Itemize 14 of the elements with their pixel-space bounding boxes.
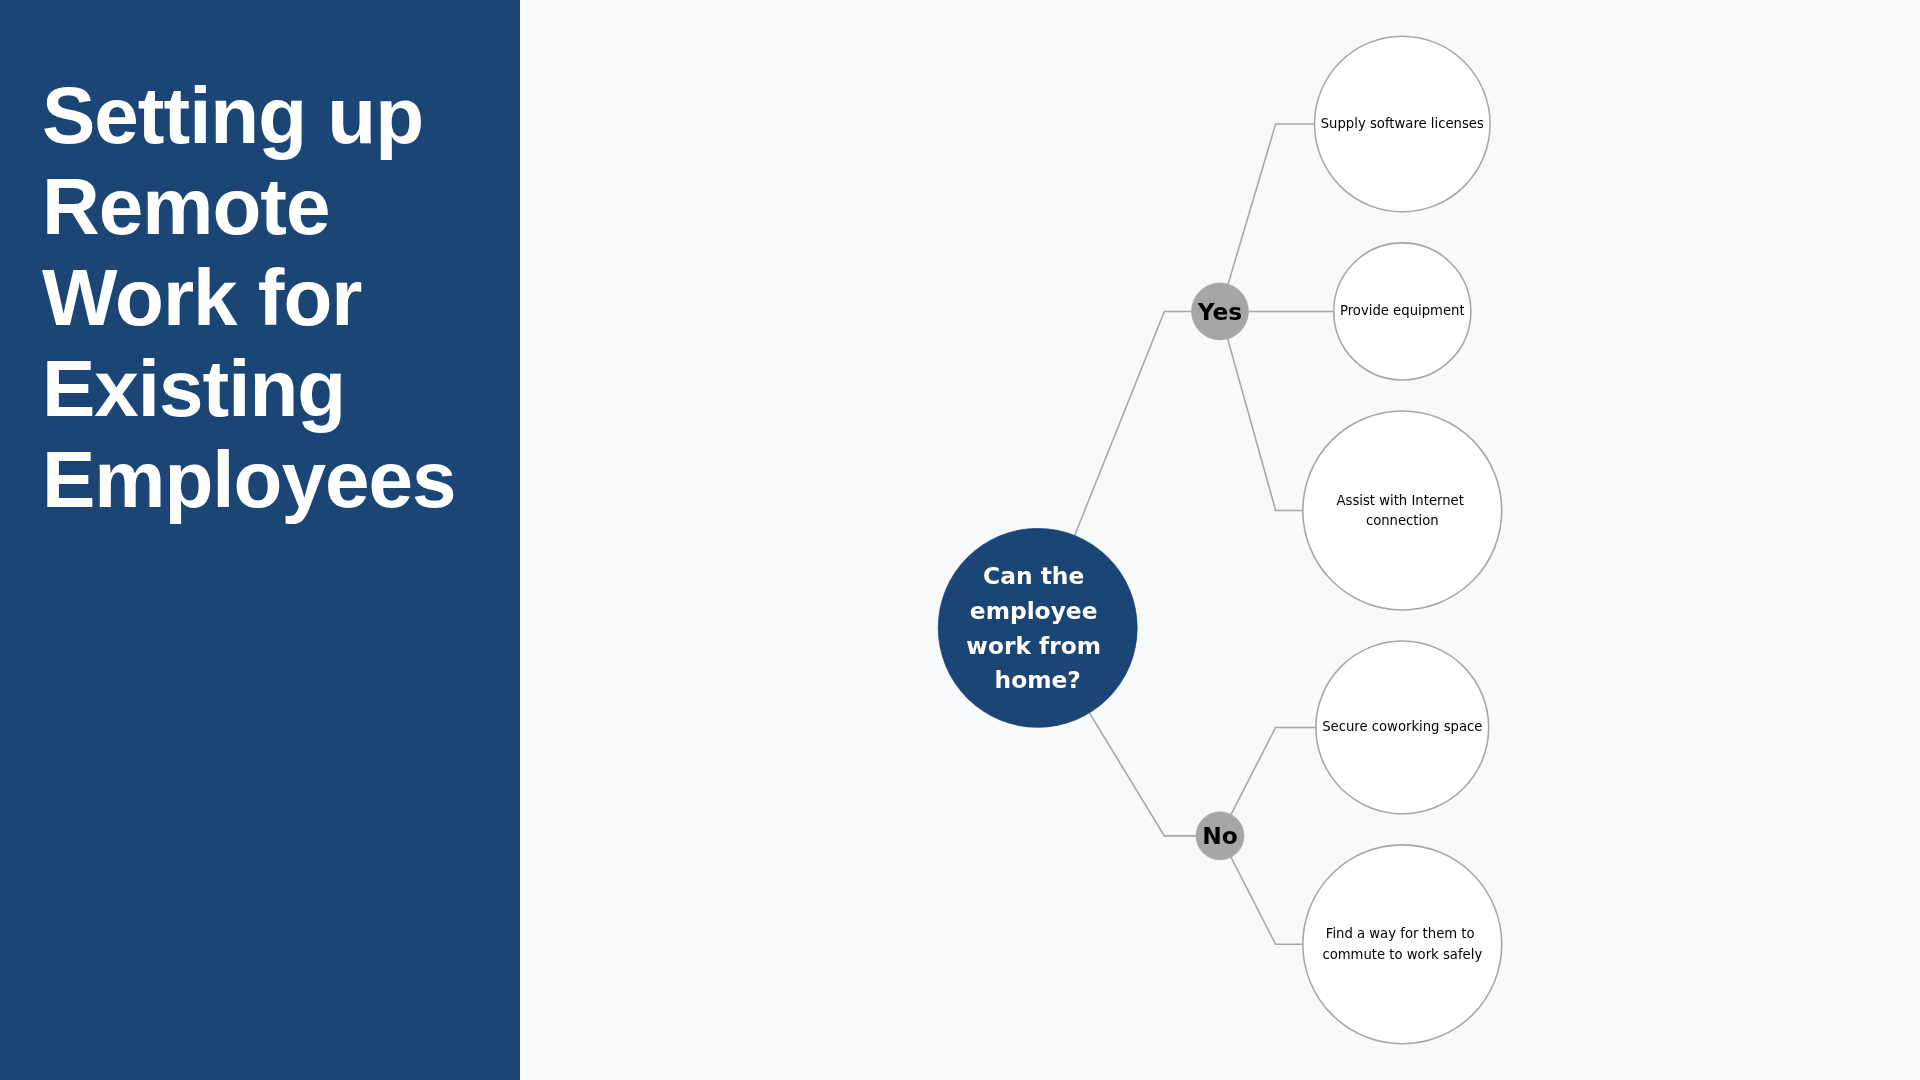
node-circle: Secure coworking space	[1315, 640, 1490, 815]
title: Setting up Remote Work for Existing Employees	[42, 70, 457, 525]
node-circle: Can the employee work from home?	[937, 528, 1138, 728]
node-circle: Provide equipment	[1332, 242, 1472, 381]
node-circle: Yes	[1191, 282, 1249, 341]
node-circle: Supply software licenses	[1313, 35, 1491, 213]
connector	[1088, 712, 1197, 837]
connector	[1230, 726, 1317, 816]
connector	[1230, 856, 1304, 946]
connector	[1226, 338, 1304, 512]
connector	[1073, 310, 1193, 537]
node-circle: Find a way for them to commute to work safely	[1302, 844, 1503, 1045]
node-circle: No	[1195, 811, 1245, 861]
node-circle: Assist with Internet connection	[1302, 410, 1503, 611]
